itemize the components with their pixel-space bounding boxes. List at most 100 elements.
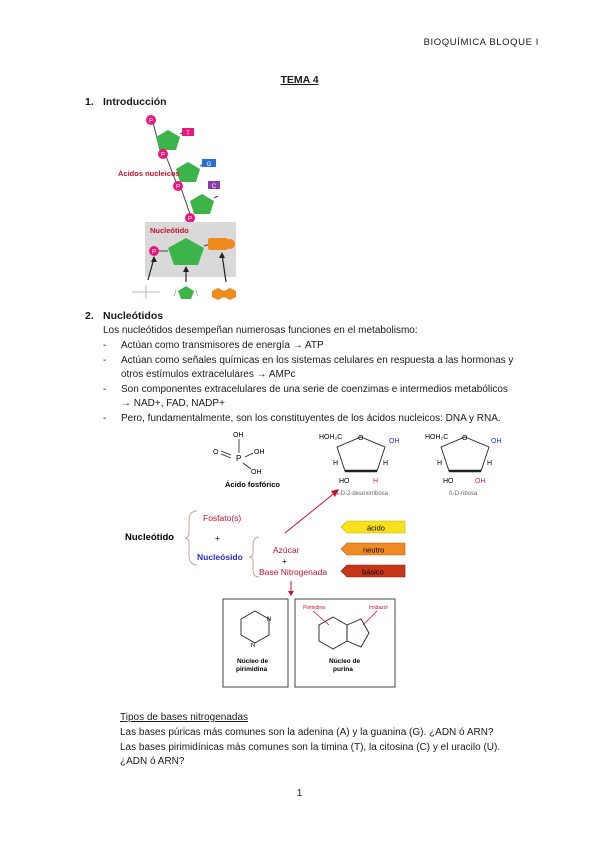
- nucleo-pirimidina-2: pirimidina: [236, 666, 267, 673]
- ho-label: HO: [339, 478, 350, 485]
- small-base-ring: [212, 288, 224, 300]
- arrow-head: [183, 266, 189, 272]
- nucleosido-label: Nucleósido: [197, 552, 243, 562]
- nucleo-pirimidina-1: Núcleo de: [237, 658, 268, 665]
- desoxirribosa-label: ß-D-2-desoxirribosa: [335, 491, 389, 497]
- h-label: H: [437, 460, 442, 467]
- bullet-dash: -: [103, 384, 107, 395]
- tag-neutro: [340, 542, 406, 556]
- oh-label: OH: [475, 478, 486, 485]
- section-title: Nucleótidos: [103, 310, 164, 322]
- base-orange: [208, 238, 228, 250]
- red-arrow-head: [331, 489, 339, 497]
- ring-n-label: N: [251, 643, 255, 649]
- brace-left: [184, 510, 198, 566]
- sugar-pentagon: [176, 162, 200, 182]
- hoh2c-label: HOH₂C: [425, 434, 448, 441]
- ring-oxygen: O: [358, 435, 364, 442]
- nucleotido-label: Nucleótido: [150, 226, 189, 235]
- arrow-head: [219, 252, 225, 258]
- paragraph-puricas: Las bases púricas más comunes son la ade…: [120, 727, 494, 738]
- oh-label: OH: [251, 469, 262, 476]
- bullet-text: Actúan como transmisores de energía → AT…: [121, 340, 324, 351]
- purine-box: [294, 598, 396, 688]
- section-title: Introducción: [103, 96, 167, 108]
- acidos-nucleicos-label: Ácidos nucleicos: [118, 169, 180, 178]
- tag-basico: [340, 564, 406, 578]
- ring-oxygen: O: [462, 435, 468, 442]
- section-number: 1.: [85, 96, 94, 108]
- intro-paragraph: Los nucleótidos desempeñan numerosas fun…: [103, 325, 418, 336]
- h-label: H: [383, 460, 388, 467]
- down-arrow-head: [288, 591, 294, 596]
- nucleotide-composition-figure: OH P O OH OH Ácido fosfórico HOH₂C O OH …: [125, 432, 502, 688]
- bullet-text: Actúan como señales químicas en los sist…: [121, 355, 514, 366]
- base-letter-c: C: [212, 184, 217, 190]
- base-g: [202, 159, 216, 167]
- bullet-text: otros estímulos extracelulares → AMPc: [121, 369, 296, 380]
- phosphate-circle: [185, 213, 195, 223]
- pyrimidine-ring: [240, 610, 270, 644]
- base-orange-tip: [225, 239, 235, 249]
- phosphate-letter: P: [161, 153, 165, 159]
- running-header: BIOQUÍMICA BLOQUE I: [423, 37, 539, 48]
- phosphate-letter: P: [188, 217, 192, 223]
- nucleic-acid-figure: T G C P P P P Ácidos nucleicos Nucleótid…: [118, 115, 236, 300]
- base-t: [182, 128, 194, 136]
- phosphorus-letter: P: [236, 454, 241, 463]
- paragraph-pirimidinicas-cont: ¿ADN ó ARN?: [120, 756, 185, 767]
- bullet-text: Son componentes extracelulares de una se…: [121, 384, 508, 395]
- sugar-pentagon-big: [168, 238, 204, 265]
- deoxyribose-ring: [336, 436, 386, 472]
- ribose-ring: [440, 436, 490, 472]
- section-heading-2: 2.Nucleótidos: [85, 310, 163, 322]
- page-title: TEMA 4: [280, 74, 319, 86]
- phosphate-letter: P: [149, 119, 153, 125]
- section-heading-1: 1. Introducción: [85, 96, 167, 108]
- small-ribose: [178, 286, 194, 299]
- phosphate-circle: [158, 149, 168, 159]
- subheading-tipos-bases: Tipos de bases nitrogenadas: [120, 712, 249, 723]
- azucar-label: Azúcar: [273, 545, 300, 555]
- oh-label: OH: [491, 438, 502, 445]
- fosfato-label: Fosfato(s): [203, 513, 241, 523]
- bullet-text: Pero, fundamentalmente, son los constitu…: [121, 413, 501, 424]
- paragraph-pirimidinicas: Las bases pirimidínicas más comunes son …: [120, 742, 501, 753]
- oh-label: OH: [233, 432, 244, 439]
- base-letter-g: G: [207, 162, 212, 168]
- nucleo-purina-1: Núcleo de: [329, 658, 360, 665]
- bullet-text: → NAD+, FAD, NADP+: [121, 398, 225, 409]
- plus-sign: +: [215, 533, 220, 543]
- small-base-ring: [224, 288, 236, 300]
- page-number: 1: [296, 788, 303, 799]
- tag-basico-label: básico: [362, 568, 384, 577]
- ribosa-label: ß-D-ribosa: [449, 491, 478, 497]
- tag-acido-label: ácido: [367, 524, 385, 533]
- tag-neutro-label: neutro: [363, 546, 384, 555]
- brace-right: [248, 536, 260, 578]
- oh-label: OH: [389, 438, 400, 445]
- sugar-pentagon: [190, 194, 214, 214]
- bullet-dash: -: [103, 355, 107, 366]
- base-nitrogenada-label: Base Nitrogenada: [259, 567, 327, 577]
- phosphate-circle: [146, 115, 156, 125]
- h-label: H: [333, 460, 338, 467]
- base-letter-t: T: [186, 131, 190, 137]
- ho-label: HO: [443, 478, 454, 485]
- hoh2c-label: HOH₂C: [319, 434, 342, 441]
- phosphate-letter: P: [176, 185, 180, 191]
- o-label: O: [213, 449, 219, 456]
- bullet-dash: -: [103, 413, 107, 424]
- bullet-dash: -: [103, 340, 107, 351]
- purine-five-ring: [346, 618, 370, 648]
- phosphate-letter: P: [152, 250, 156, 256]
- sugar-pentagon: [156, 130, 180, 150]
- plus-sign: +: [282, 556, 287, 566]
- ring-n-label: N: [267, 617, 271, 623]
- nucleo-purina-2: purina: [333, 666, 353, 673]
- phosphate-circle: [173, 181, 183, 191]
- pirimidina-small-label: Pirimidina: [303, 605, 325, 611]
- h-label: H: [373, 478, 378, 485]
- tag-acido: [340, 520, 406, 534]
